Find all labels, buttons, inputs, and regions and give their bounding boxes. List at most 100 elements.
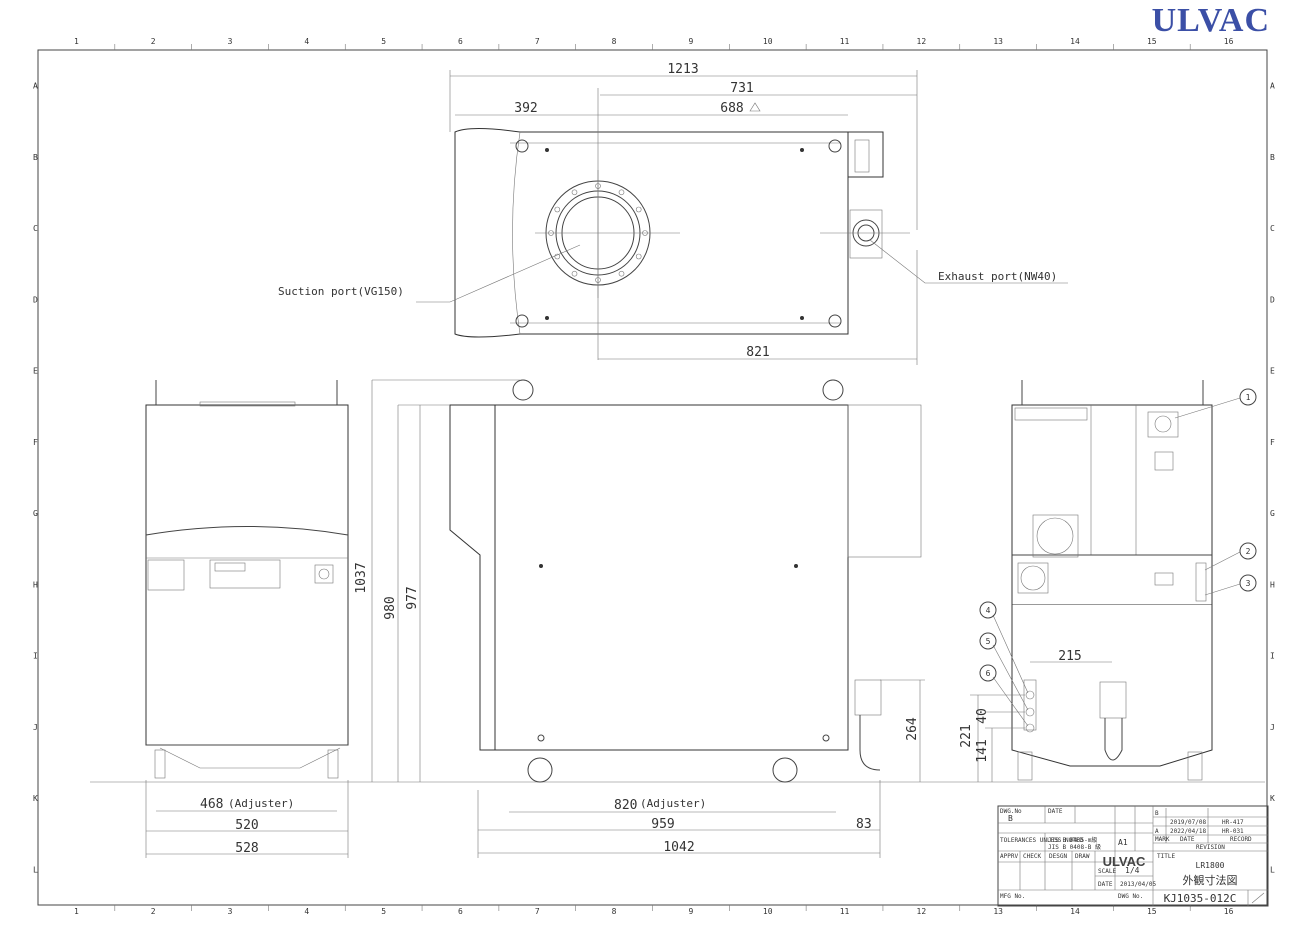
grid-col-label: 13 bbox=[993, 907, 1003, 916]
callout-6: 6 bbox=[979, 664, 1029, 727]
grid-col-label: 9 bbox=[688, 37, 693, 46]
grid-col-label: 14 bbox=[1070, 907, 1080, 916]
grid-col-label: 5 bbox=[381, 907, 386, 916]
dim-1213: 1213 bbox=[667, 62, 698, 77]
grid-col-label: 9 bbox=[688, 907, 693, 916]
tb-rev-b-by: HR-417 bbox=[1222, 819, 1244, 826]
tb-date-label: DATE bbox=[1048, 808, 1063, 815]
front-view: 468 (Adjuster) 520 528 bbox=[145, 380, 349, 858]
tb-size: A1 bbox=[1118, 838, 1128, 847]
tb-mfg-label: MFG No. bbox=[1000, 893, 1025, 900]
cooling-fan-large bbox=[1032, 514, 1079, 558]
svg-text:2: 2 bbox=[1246, 547, 1251, 556]
tb-model: LR1800 bbox=[1196, 861, 1225, 870]
dim-221: 221 bbox=[959, 724, 974, 747]
grid-col-label: 16 bbox=[1224, 907, 1234, 916]
bolt-hole bbox=[635, 206, 642, 213]
rear-view: 215 221 141 40 1 2 3 4 5 6 bbox=[959, 380, 1257, 782]
title-block: DWG.No DATE B B 2019/07/08 HR-417 A 2022… bbox=[997, 805, 1269, 907]
tb-jis-1: JIS B 0405-m級 bbox=[1048, 836, 1097, 844]
bolt-hole bbox=[571, 270, 578, 277]
grid-row-label: F bbox=[1270, 438, 1275, 447]
dim-215: 215 bbox=[1058, 649, 1081, 664]
tb-desg-hdr: DESGN bbox=[1049, 853, 1067, 860]
exhaust-port-label: Exhaust port(NW40) bbox=[938, 270, 1057, 283]
dim-1037: 1037 bbox=[354, 562, 369, 593]
grid-row-label: E bbox=[33, 367, 38, 376]
grid-col-label: 13 bbox=[993, 37, 1003, 46]
bolt-hole bbox=[618, 270, 625, 277]
tb-b-mark: B bbox=[1008, 814, 1013, 823]
grid-row-label: F bbox=[33, 438, 38, 447]
tb-scale-label: SCALE bbox=[1098, 868, 1116, 875]
dim-141: 141 bbox=[975, 739, 990, 762]
grid-col-label: 6 bbox=[458, 37, 463, 46]
tb-record-hdr: RECORD bbox=[1230, 836, 1252, 843]
connector-1 bbox=[1147, 411, 1179, 438]
tb-jis-2: JIS B 0408-B 級 bbox=[1048, 843, 1101, 851]
tb-date-issued-label: DATE bbox=[1098, 881, 1113, 888]
bolt-hole bbox=[571, 189, 578, 196]
tb-rev-a-by: HR-031 bbox=[1222, 828, 1244, 835]
grid-col-label: 3 bbox=[228, 37, 233, 46]
tb-chk-hdr: CHECK bbox=[1023, 853, 1041, 860]
control-panel bbox=[209, 559, 281, 589]
side-view: 1037 980 977 264 820 (Adjuster) 959 83 1… bbox=[90, 379, 1265, 858]
dim-264: 264 bbox=[905, 717, 920, 741]
grid-col-label: 10 bbox=[763, 37, 773, 46]
grid-row-label: D bbox=[1270, 295, 1275, 304]
grid-col-label: 11 bbox=[840, 907, 850, 916]
dim-688: 688 bbox=[720, 101, 743, 116]
grid-col-label: 2 bbox=[151, 37, 156, 46]
dim-392: 392 bbox=[514, 101, 537, 116]
tb-dwg-number: KJ1035-012C bbox=[1164, 892, 1237, 905]
grid-row-label: H bbox=[33, 580, 38, 589]
bolt-hole bbox=[554, 253, 561, 260]
dim-977: 977 bbox=[405, 586, 420, 609]
grid-col-label: 8 bbox=[612, 907, 617, 916]
grid-row-label: C bbox=[33, 224, 38, 233]
callout-3: 3 bbox=[1204, 574, 1257, 596]
tb-rev-a-mark: A bbox=[1155, 828, 1159, 835]
adjuster-label-side: (Adjuster) bbox=[640, 797, 706, 810]
tb-rev-b-date: 2019/07/08 bbox=[1170, 819, 1207, 826]
grid-col-label: 12 bbox=[917, 37, 927, 46]
callout-2: 2 bbox=[1204, 542, 1257, 571]
grid-col-label: 3 bbox=[228, 907, 233, 916]
grid-row-label: I bbox=[33, 652, 38, 661]
grid-row-label: A bbox=[1270, 82, 1275, 91]
dim-83: 83 bbox=[856, 817, 872, 832]
grid-row-label: B bbox=[33, 153, 38, 162]
svg-text:5: 5 bbox=[986, 637, 991, 646]
bolt-hole bbox=[635, 253, 642, 260]
tb-date-issued: 2013/04/05 bbox=[1120, 881, 1157, 888]
dim-528: 528 bbox=[235, 841, 258, 856]
grid-row-label: A bbox=[33, 82, 38, 91]
grid-row-label: D bbox=[33, 295, 38, 304]
tb-revision-hdr: REVISION bbox=[1196, 844, 1225, 851]
grid-row-label: H bbox=[1270, 580, 1275, 589]
grid-row-label: L bbox=[1270, 865, 1275, 874]
tb-title-label: TITLE bbox=[1157, 853, 1175, 860]
grid-col-label: 4 bbox=[304, 907, 309, 916]
grid-row-label: G bbox=[1270, 509, 1275, 518]
rear-view-body bbox=[1011, 404, 1213, 606]
dim-520: 520 bbox=[235, 818, 258, 833]
grid-row-label: K bbox=[33, 794, 38, 803]
tb-draw-hdr: DRAW bbox=[1075, 853, 1090, 860]
svg-text:1: 1 bbox=[1246, 393, 1251, 402]
ulvac-logo: ULVAC bbox=[1151, 2, 1270, 39]
dim-468: 468 bbox=[200, 797, 223, 812]
grid-col-label: 2 bbox=[151, 907, 156, 916]
top-view: 1213 731 392 688 821 Suction port(VG150)… bbox=[278, 62, 1068, 365]
grid-row-label: L bbox=[33, 865, 38, 874]
svg-text:6: 6 bbox=[986, 669, 991, 678]
grid-col-label: 4 bbox=[304, 37, 309, 46]
bolt-hole bbox=[554, 206, 561, 213]
tb-company: ULVAC bbox=[1103, 854, 1146, 869]
tb-appr-hdr: APPRV bbox=[1000, 853, 1018, 860]
callout-1: 1 bbox=[1174, 388, 1257, 419]
grid-col-label: 16 bbox=[1224, 37, 1234, 46]
grid-col-label: 15 bbox=[1147, 37, 1157, 46]
grid-row-label: J bbox=[33, 723, 38, 732]
